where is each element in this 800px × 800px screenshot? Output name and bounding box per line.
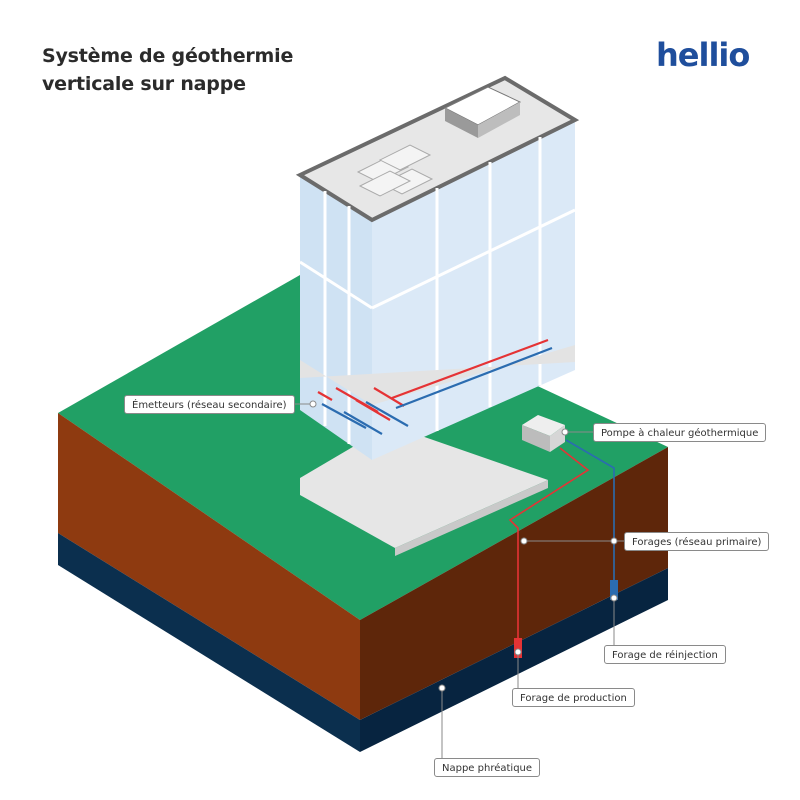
emitter-pipe-hot (317, 338, 549, 421)
soil-right-face (360, 447, 668, 720)
roof-unit-front (478, 102, 520, 138)
facade-mullions (299, 137, 576, 444)
brand-logo: hellio (656, 36, 750, 74)
reinjection-pipe (565, 439, 615, 590)
callout-pompe: Pompe à chaleur géothermique (593, 423, 767, 442)
title-line-2: verticale sur nappe (42, 73, 246, 95)
callout-production: Forage de production (512, 688, 635, 707)
heat-pump-left (522, 425, 550, 452)
reinjection-well-marker (610, 580, 618, 600)
leader-dots (309, 400, 618, 692)
title-line-1: Système de géothermie (42, 45, 294, 67)
building (295, 75, 580, 556)
diagram-title: Système de géothermie verticale sur napp… (42, 42, 293, 98)
interior-floor (300, 345, 575, 405)
roof-unit-side (445, 108, 478, 138)
callout-nappe: Nappe phréatique (434, 758, 541, 777)
callout-emetteurs: Émetteurs (réseau secondaire) (124, 395, 295, 414)
building-floor-slab (300, 425, 548, 548)
building-slab-edge (395, 480, 548, 556)
emitter-pipe-cold (321, 346, 553, 435)
soil-left-face (58, 413, 360, 720)
callout-reinjection: Forage de réinjection (604, 645, 726, 664)
building-left-facade (300, 175, 372, 460)
borehole-pipes (508, 439, 618, 658)
heat-pump (522, 415, 565, 452)
heat-pump-top (522, 415, 565, 436)
heat-pump-right (550, 425, 565, 452)
production-pipe (508, 447, 590, 652)
water-table-right (360, 568, 668, 752)
roof-fans (356, 144, 434, 197)
emitter-pipes (317, 338, 553, 435)
callout-forages: Forages (réseau primaire) (624, 532, 770, 551)
production-well-marker (514, 638, 522, 658)
water-table-left (58, 533, 360, 752)
